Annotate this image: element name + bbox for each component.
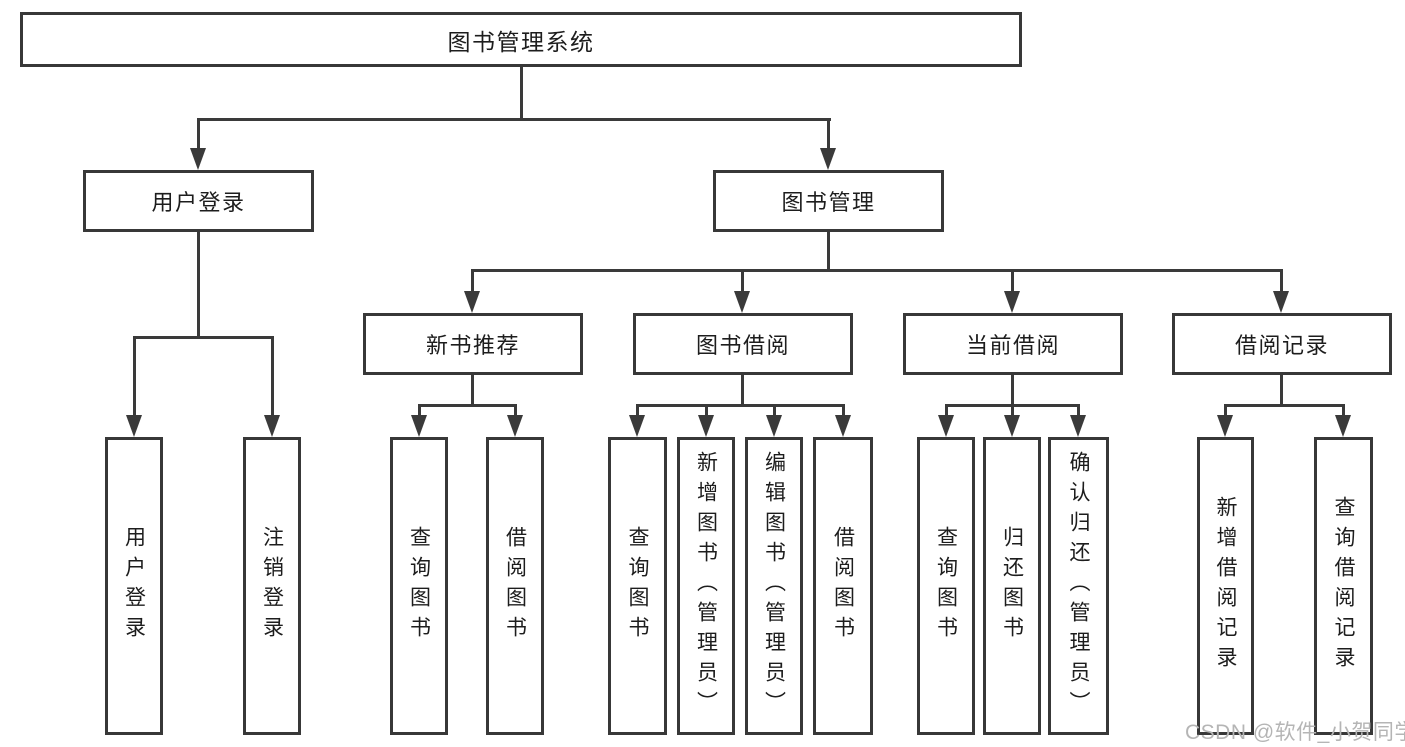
arrow-down-icon bbox=[835, 415, 851, 437]
connector-borrow-record-bus bbox=[1224, 404, 1345, 407]
arrow-down-icon bbox=[698, 415, 714, 437]
arrow-down-icon bbox=[1004, 291, 1020, 313]
arrow-down-icon bbox=[1273, 291, 1289, 313]
arrow-down-icon bbox=[1004, 415, 1020, 437]
connector-leaf bbox=[773, 404, 776, 419]
connector-leaf bbox=[1011, 404, 1014, 419]
arrow-down-icon bbox=[464, 291, 480, 313]
arrow-down-icon bbox=[1070, 415, 1086, 437]
node-label: 图书借阅 bbox=[695, 333, 790, 358]
node-label: 查询图书 bbox=[626, 526, 649, 646]
connector-user-login-stem bbox=[197, 232, 200, 339]
csdn-watermark: CSDN @软件_小贺同学 bbox=[1185, 721, 1405, 744]
node-leaf-return-book: 归还图书 bbox=[983, 437, 1041, 735]
arrow-down-icon bbox=[190, 148, 206, 170]
connector-to-borrow-record bbox=[1280, 269, 1283, 293]
connector-to-new-book-rec bbox=[471, 269, 474, 293]
node-user-login: 用户登录 bbox=[83, 170, 314, 232]
node-label: 编辑图书（管理员） bbox=[762, 451, 786, 721]
connector-book-mgmt-stem bbox=[827, 232, 830, 272]
node-label: 确认归还（管理员） bbox=[1067, 451, 1090, 721]
node-new-book-rec: 新书推荐 bbox=[363, 313, 583, 375]
connector-to-user-login bbox=[197, 118, 200, 152]
arrow-down-icon bbox=[1217, 415, 1233, 437]
arrow-down-icon bbox=[507, 415, 523, 437]
node-label: 借阅图书 bbox=[831, 526, 855, 646]
connector-user-login-bus bbox=[133, 336, 274, 339]
node-label: 查询借阅记录 bbox=[1332, 496, 1355, 676]
node-label: 新增借阅记录 bbox=[1214, 496, 1237, 676]
node-current-borrow: 当前借阅 bbox=[903, 313, 1123, 375]
connector-new-book-rec-stem bbox=[471, 375, 474, 407]
node-leaf-add-record: 新增借阅记录 bbox=[1197, 437, 1254, 735]
arrow-down-icon bbox=[126, 415, 142, 437]
connector-leaf bbox=[1342, 404, 1345, 419]
node-leaf-query-book-c: 查询图书 bbox=[917, 437, 975, 735]
node-leaf-query-book-b: 查询图书 bbox=[608, 437, 667, 735]
connector-root-stem bbox=[520, 67, 523, 121]
connector-to-leaf-user-login bbox=[133, 336, 136, 418]
node-leaf-borrow-book-a: 借阅图书 bbox=[486, 437, 544, 735]
arrow-down-icon bbox=[629, 415, 645, 437]
node-leaf-borrow-book-b: 借阅图书 bbox=[813, 437, 873, 735]
node-leaf-edit-book: 编辑图书（管理员） bbox=[745, 437, 803, 735]
node-leaf-user-login: 用户登录 bbox=[105, 437, 163, 735]
node-label: 注销登录 bbox=[260, 526, 284, 646]
arrow-down-icon bbox=[766, 415, 782, 437]
node-leaf-query-record: 查询借阅记录 bbox=[1314, 437, 1373, 735]
arrow-down-icon bbox=[264, 415, 280, 437]
connector-leaf bbox=[1224, 404, 1227, 419]
node-label: 新增图书（管理员） bbox=[694, 451, 718, 721]
connector-to-book-mgmt bbox=[827, 118, 830, 152]
connector-current-borrow-stem bbox=[1011, 375, 1014, 407]
connector-level2-bus bbox=[471, 269, 1282, 272]
node-label: 归还图书 bbox=[1000, 526, 1024, 646]
connector-book-borrow-bus bbox=[636, 404, 845, 407]
node-library-management-system: 图书管理系统 bbox=[20, 12, 1022, 67]
node-book-borrow: 图书借阅 bbox=[633, 313, 853, 375]
arrow-down-icon bbox=[734, 291, 750, 313]
connector-leaf bbox=[945, 404, 948, 419]
node-label: 图书管理 bbox=[781, 190, 876, 215]
node-label: 图书管理系统 bbox=[447, 28, 595, 55]
node-leaf-query-book-a: 查询图书 bbox=[390, 437, 448, 735]
arrow-down-icon bbox=[411, 415, 427, 437]
connector-to-leaf-logout bbox=[271, 336, 274, 418]
connector-leaf bbox=[1077, 404, 1080, 419]
node-label: 查询图书 bbox=[934, 526, 958, 646]
node-label: 新书推荐 bbox=[425, 333, 520, 358]
connector-leaf bbox=[842, 404, 845, 419]
arrow-down-icon bbox=[820, 148, 836, 170]
node-leaf-logout: 注销登录 bbox=[243, 437, 301, 735]
node-label: 借阅图书 bbox=[503, 526, 527, 646]
connector-book-borrow-stem bbox=[741, 375, 744, 407]
connector-to-current-borrow bbox=[1011, 269, 1014, 293]
node-leaf-confirm-return: 确认归还（管理员） bbox=[1048, 437, 1109, 735]
connector-leaf bbox=[514, 404, 517, 419]
node-leaf-add-book: 新增图书（管理员） bbox=[677, 437, 735, 735]
node-label: 借阅记录 bbox=[1234, 333, 1329, 358]
node-label: 当前借阅 bbox=[965, 333, 1060, 358]
arrow-down-icon bbox=[938, 415, 954, 437]
arrow-down-icon bbox=[1335, 415, 1351, 437]
node-label: 用户登录 bbox=[151, 190, 246, 215]
connector-level1-bus bbox=[197, 118, 831, 121]
node-book-mgmt: 图书管理 bbox=[713, 170, 944, 232]
node-borrow-record: 借阅记录 bbox=[1172, 313, 1392, 375]
node-label: 查询图书 bbox=[407, 526, 431, 646]
connector-leaf bbox=[705, 404, 708, 419]
connector-new-book-rec-bus bbox=[418, 404, 517, 407]
connector-leaf bbox=[636, 404, 639, 419]
connector-to-book-borrow bbox=[741, 269, 744, 293]
connector-leaf bbox=[418, 404, 421, 419]
connector-borrow-record-stem bbox=[1280, 375, 1283, 407]
node-label: 用户登录 bbox=[122, 526, 146, 646]
